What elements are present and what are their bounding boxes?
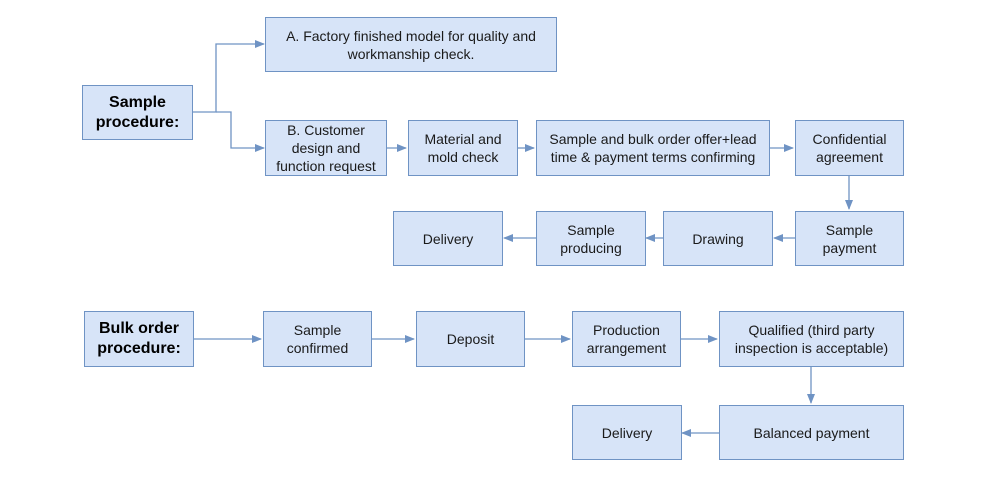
arrow-heading-to-b [216, 111, 265, 152]
step-factory-finished-model: A. Factory finished model for quality an… [265, 17, 557, 72]
step-sample-delivery: Delivery [393, 211, 503, 266]
step-drawing: Drawing [663, 211, 773, 266]
step-qualified-inspection: Qualified (third party inspection is acc… [719, 311, 904, 367]
step-offer-confirming: Sample and bulk order offer+lead time & … [536, 120, 770, 176]
step-sample-confirmed: Sample confirmed [263, 311, 372, 367]
bulk-order-procedure-heading: Bulk order procedure: [84, 311, 194, 367]
step-bulk-delivery: Delivery [572, 405, 682, 460]
step-material-mold-check: Material and mold check [408, 120, 518, 176]
step-confidential-agreement: Confidential agreement [795, 120, 904, 176]
sample-procedure-heading: Sample procedure: [82, 85, 193, 140]
step-sample-payment: Sample payment [795, 211, 904, 266]
step-balanced-payment: Balanced payment [719, 405, 904, 460]
step-deposit: Deposit [416, 311, 525, 367]
step-customer-design-request: B. Customer design and function request [265, 120, 387, 176]
step-sample-producing: Sample producing [536, 211, 646, 266]
arrow-heading-to-a [193, 40, 265, 113]
step-production-arrangement: Production arrangement [572, 311, 681, 367]
